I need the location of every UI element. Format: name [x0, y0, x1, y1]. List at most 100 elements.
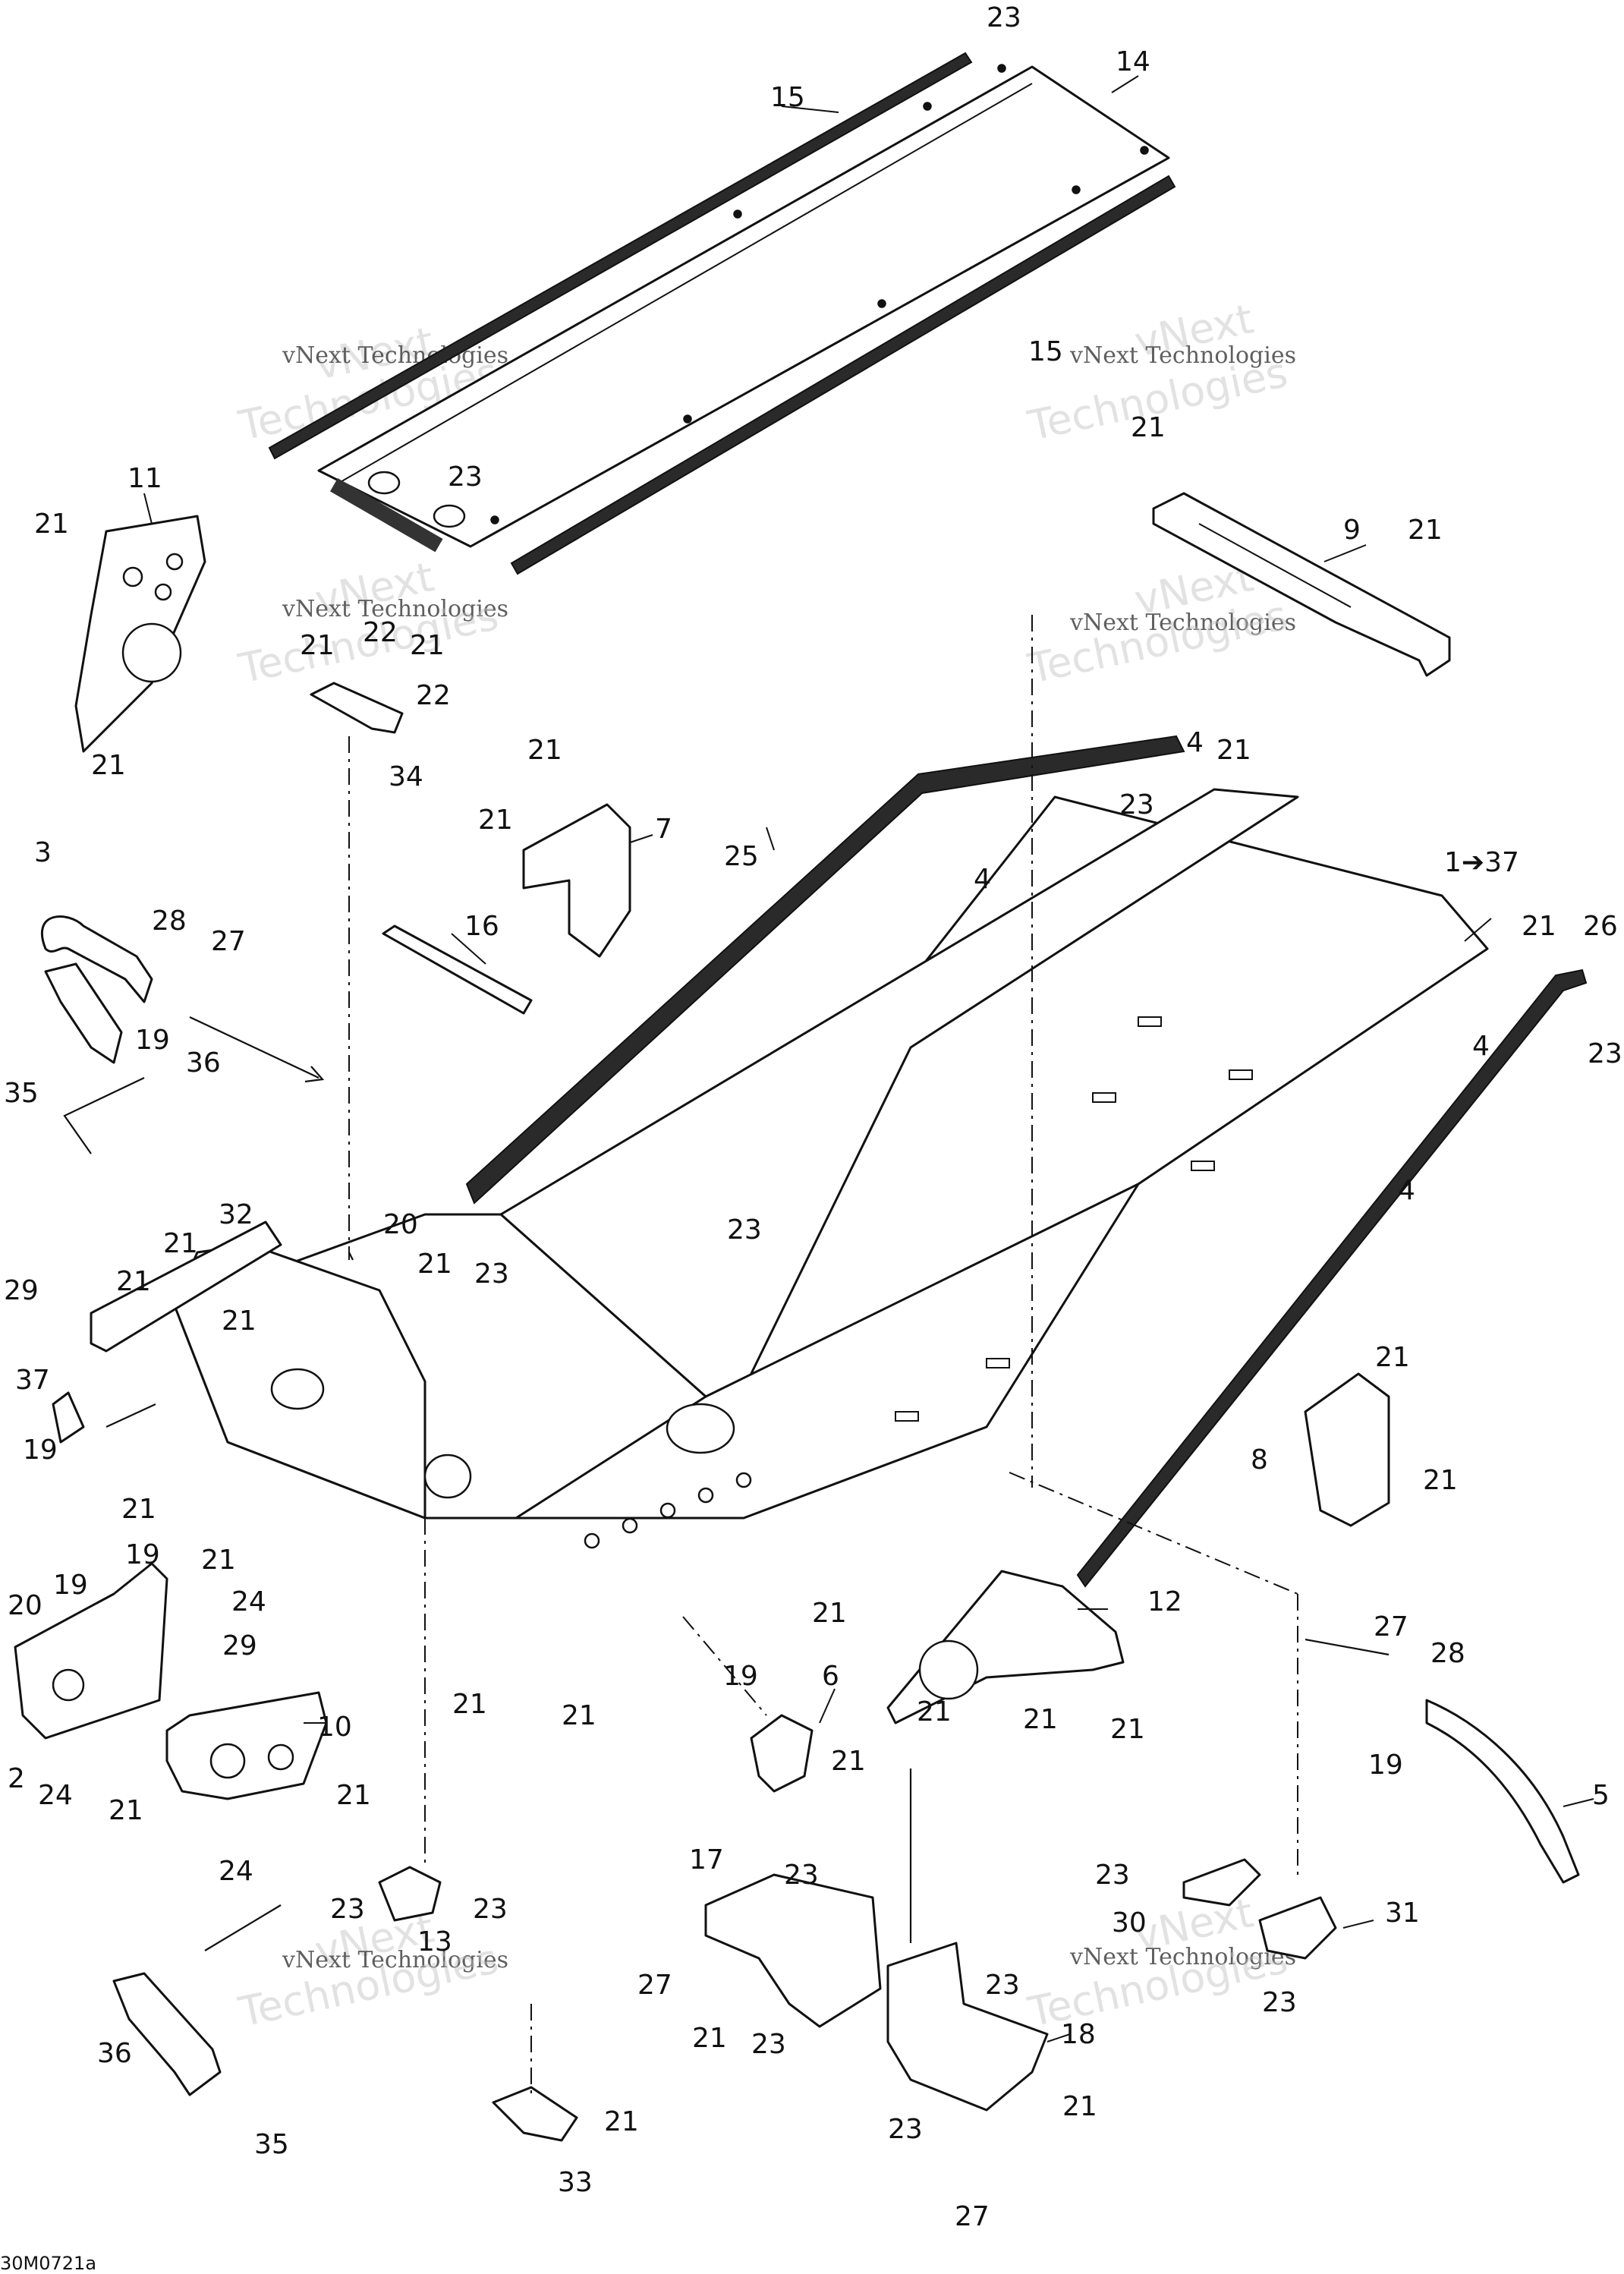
plate-hole — [165, 553, 184, 571]
cover-edge — [333, 83, 1033, 487]
callout-14: 14 — [1116, 46, 1150, 77]
callout-23: 23 — [751, 2029, 786, 2060]
side-hole — [423, 1454, 472, 1499]
callout-35: 35 — [4, 1078, 39, 1109]
callouts: 23 14 15 15 23 21 9 21 11 21 21 21 22 21… — [4, 2, 1622, 2232]
callout-15: 15 — [770, 82, 805, 113]
callout-7: 7 — [655, 814, 672, 845]
callout-23: 23 — [1095, 1860, 1130, 1891]
callout-21: 21 — [604, 2106, 639, 2137]
leader — [1111, 75, 1139, 93]
callout-23: 23 — [888, 2114, 923, 2145]
bolt — [923, 102, 932, 111]
callout-15: 15 — [1028, 336, 1063, 367]
callout-23: 23 — [474, 1258, 509, 1290]
callout-19: 19 — [53, 1570, 88, 1601]
bracket-18 — [886, 1942, 1049, 2112]
floor-hole — [659, 1502, 676, 1519]
callout-21: 21 — [527, 735, 562, 766]
callout-33: 33 — [558, 2167, 593, 2198]
guard-2 — [14, 1562, 168, 1740]
callout-21: 21 — [34, 509, 69, 540]
callout-21: 21 — [917, 1696, 952, 1728]
callout-4: 4 — [1472, 1031, 1490, 1062]
bolt — [997, 64, 1006, 73]
callout-20: 20 — [383, 1209, 418, 1240]
callout-18: 18 — [1061, 2019, 1096, 2050]
callout-22: 22 — [416, 680, 451, 711]
callout-10: 10 — [317, 1712, 352, 1743]
callout-27: 27 — [637, 1970, 672, 2001]
bracket-17 — [704, 1873, 882, 2028]
plate-hole — [121, 622, 182, 683]
tunnel-cover-panel — [317, 64, 1170, 553]
callout-24: 24 — [219, 1856, 253, 1887]
bolt — [490, 515, 499, 524]
callout-19: 19 — [23, 1435, 58, 1466]
leader — [766, 827, 775, 851]
callout-21: 21 — [222, 1306, 257, 1337]
bolt — [1072, 185, 1081, 194]
arrow — [189, 1016, 325, 1083]
bracket-30 — [1182, 1858, 1261, 1907]
callout-2: 2 — [8, 1763, 25, 1794]
assembly-lines — [63, 615, 1390, 2095]
callout-29: 29 — [222, 1630, 257, 1661]
bolt — [733, 209, 742, 219]
callout-21: 21 — [410, 630, 445, 661]
watermark-text: vNext Technologies — [282, 1947, 508, 1973]
callout-34: 34 — [389, 761, 423, 792]
callout-19: 19 — [135, 1025, 170, 1056]
callout-24: 24 — [231, 1586, 266, 1617]
callout-21: 21 — [1216, 735, 1251, 766]
callout-21: 21 — [452, 1689, 487, 1720]
guard-hole — [52, 1668, 85, 1702]
plate-hole — [918, 1639, 979, 1700]
plate-hole — [267, 1743, 294, 1771]
bracket-34 — [310, 682, 404, 734]
bolt — [683, 414, 692, 424]
callout-21: 21 — [116, 1266, 151, 1297]
floor-hole — [622, 1517, 638, 1534]
callout-13: 13 — [417, 1926, 452, 1957]
callout-21: 21 — [1062, 2091, 1097, 2122]
callout-6: 6 — [822, 1661, 839, 1692]
bracket-8 — [1304, 1372, 1390, 1527]
leader — [1323, 544, 1367, 562]
callout-23: 23 — [727, 1214, 762, 1246]
callout-21: 21 — [1375, 1342, 1410, 1373]
callout-16: 16 — [464, 911, 499, 942]
callout-21: 21 — [692, 2023, 727, 2054]
callout-21: 21 — [1408, 515, 1443, 546]
plate-hole — [209, 1743, 246, 1779]
slot — [1138, 1016, 1162, 1027]
bolt — [877, 299, 886, 308]
leader — [1563, 1798, 1594, 1807]
callout-11: 11 — [127, 463, 162, 494]
leader — [629, 834, 653, 843]
callout-24: 24 — [38, 1780, 73, 1811]
bracket-35-36 — [112, 1972, 222, 2096]
callout-21: 21 — [109, 1795, 143, 1826]
callout-5: 5 — [1592, 1780, 1610, 1811]
assembly-line — [1009, 1472, 1298, 1595]
slot — [1229, 1069, 1253, 1080]
callout-23: 23 — [1119, 789, 1154, 820]
callout-4: 4 — [974, 864, 991, 895]
arrow — [105, 1403, 156, 1428]
plate-11 — [74, 515, 206, 753]
callout-23: 23 — [784, 1860, 819, 1891]
callout-17: 17 — [689, 1844, 724, 1876]
bracket-slot — [1198, 523, 1352, 608]
callout-12: 12 — [1147, 1586, 1182, 1617]
leader — [451, 933, 486, 965]
rail-right — [510, 175, 1176, 575]
leader — [819, 1688, 836, 1724]
watermark-text: vNext Technologies — [282, 596, 508, 622]
callout-21: 21 — [417, 1249, 452, 1280]
plate-32 — [90, 1220, 282, 1353]
callout-21: 21 — [1423, 1465, 1458, 1496]
handle-3 — [40, 915, 153, 1003]
callout-23: 23 — [330, 1894, 365, 1925]
